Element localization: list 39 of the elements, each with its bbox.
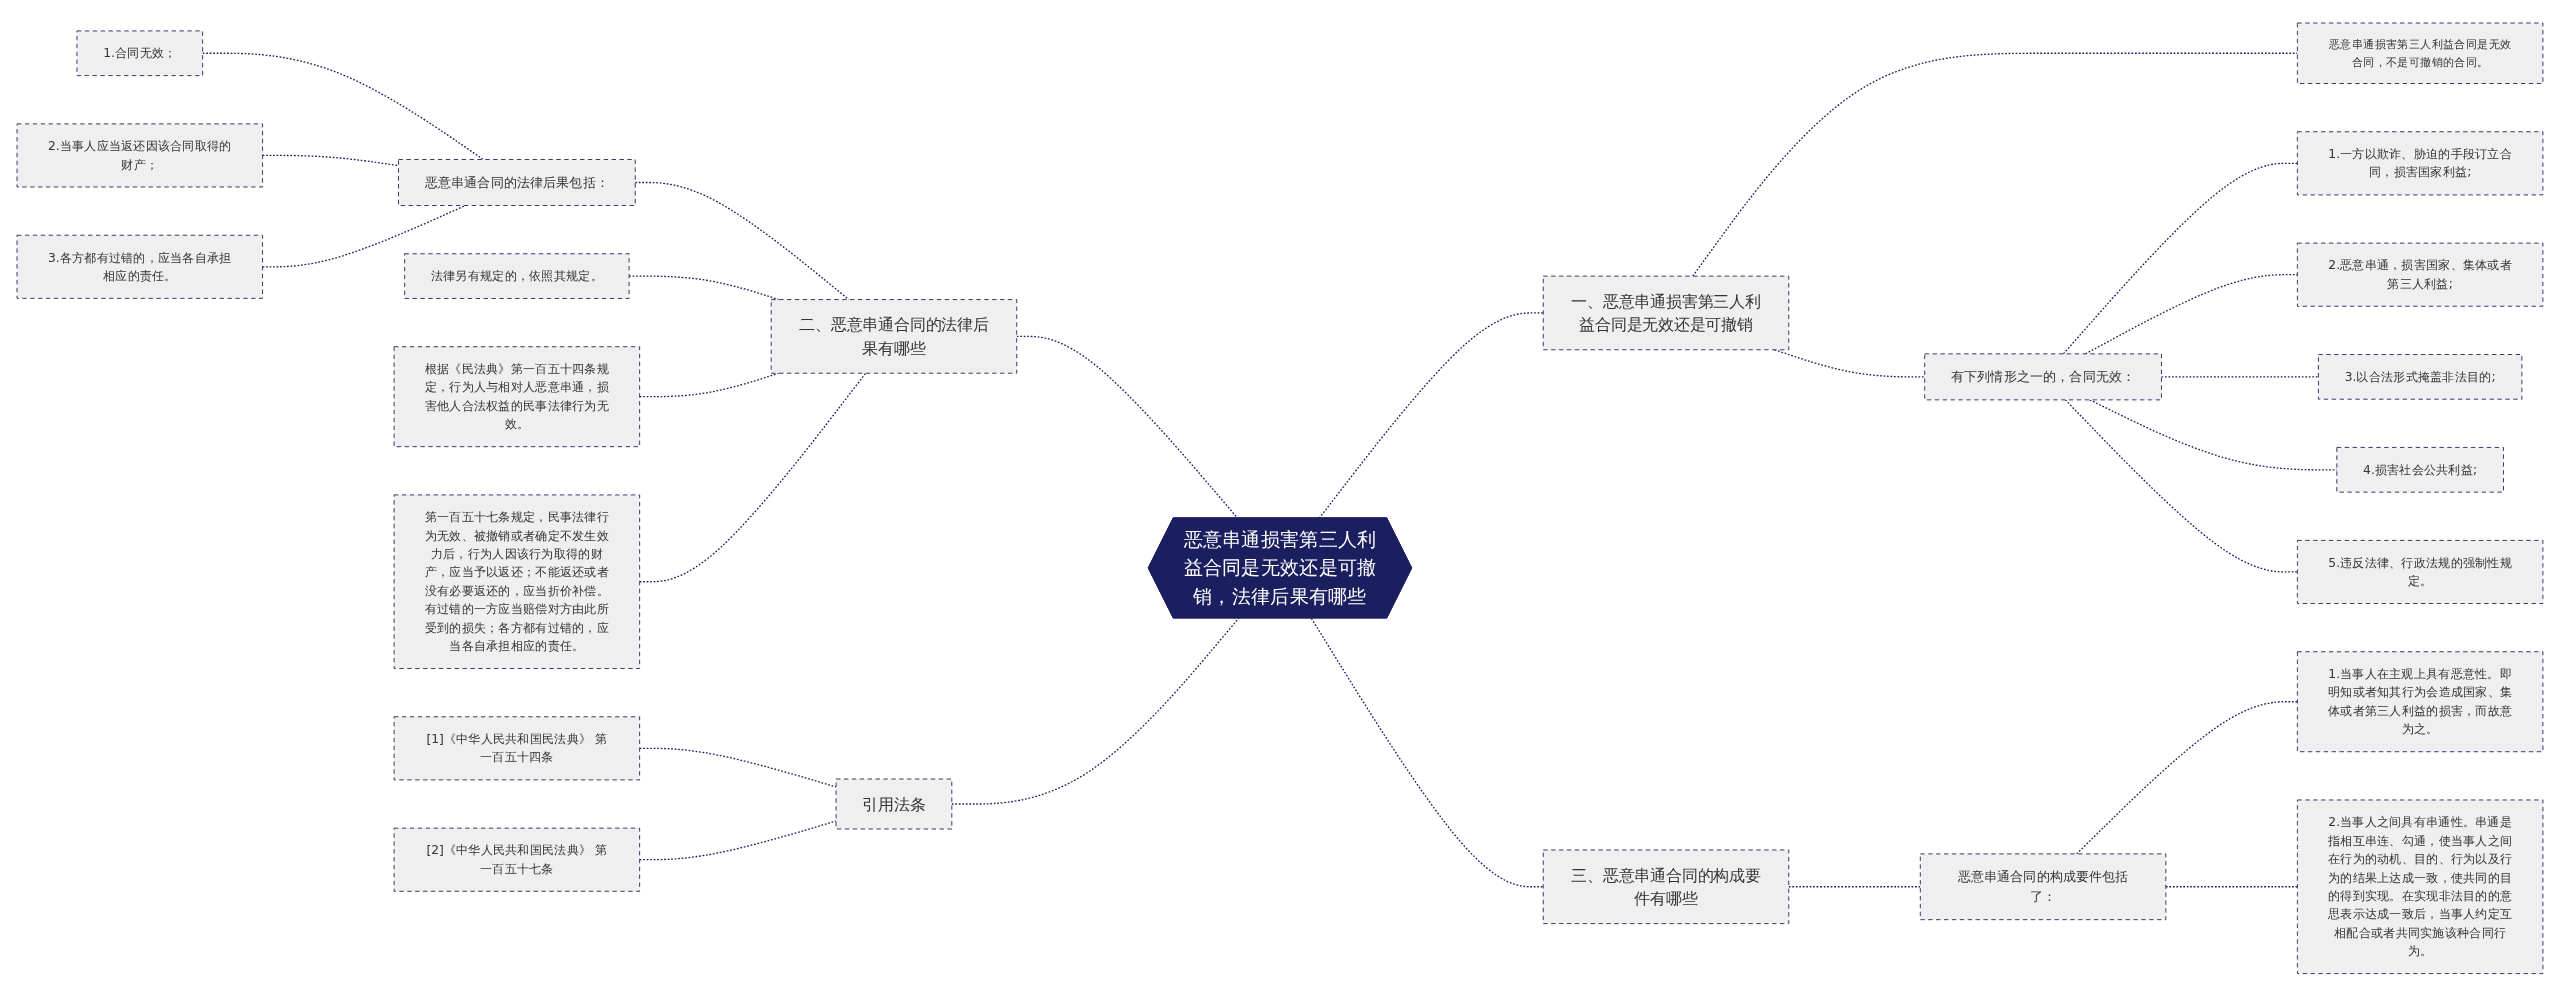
connector (2165, 885, 2299, 888)
node-box: 3.以合法形式掩盖非法目的; (2317, 353, 2523, 400)
node-box: 5.违反法律、行政法规的强制性规定。 (2296, 539, 2544, 604)
node-box: 2.当事人之间具有串通性。串通是指相互串连、勾通，使当事人之间在行为的动机、目的、行为以及行为的结果上达成一致，使共同的目的得到实现。在实现非法目的的意思表示达成一致后，当事人约定互相配合或者共同实施该种合同行为。 (2296, 799, 2544, 974)
connector (1310, 617, 1544, 888)
node-box: 恶意串通损害第三人利益合同是无效合同，不是可撤销的合同。 (2296, 22, 2544, 84)
node-box: 第一百五十七条规定，民事法律行为无效、被撤销或者确定不发生效力后，行为人因该行为取得的财产，应当予以返还；不能返还或者没有必要返还的，应当折价补偿。有过错的一方应当赔偿对方由此所受到的损失；各方都有过错的，应当各自承担相应的责任。 (393, 494, 641, 669)
connector (951, 617, 1240, 805)
connector (261, 154, 400, 166)
connector (2160, 375, 2320, 378)
connector (639, 372, 780, 398)
node-box: 4.损害社会公共利益; (2336, 446, 2504, 493)
node-box: [1]《中华人民共和国民法典》 第一百五十四条 (393, 716, 641, 781)
node-box: 2.当事人应当返还因该合同取得的财产； (16, 123, 264, 188)
node-box: 恶意串通合同的构成要件包括了： (1919, 853, 2167, 920)
node-box: 1.当事人在主观上具有恶意性。即明知或者知其行为会造成国家、集体或者第三人利益的损害，而故意为之。 (2296, 651, 2544, 752)
connector (1774, 348, 1926, 378)
node-box: 根据《民法典》第一百五十四条规定，行为人与相对人恶意串通，损害他人合法权益的民事法律行为无效。 (393, 345, 641, 447)
connector (1788, 885, 1921, 888)
connector (202, 52, 484, 160)
connector (2064, 398, 2299, 573)
node-box: 二、恶意串通合同的法律后果有哪些 (770, 298, 1018, 374)
node-box: 一、恶意串通损害第三人利益合同是无效还是可撤销 (1542, 275, 1790, 350)
node-box: 有下列情形之一的，合同无效： (1924, 353, 2162, 400)
connector (1318, 311, 1544, 519)
node-box: 1.一方以欺诈、胁迫的手段订立合同，损害国家利益; (2296, 131, 2544, 195)
node-box: 引用法条 (835, 778, 953, 830)
connector (1016, 335, 1239, 519)
node-box: 1.合同无效； (76, 30, 204, 76)
connector (2062, 162, 2299, 355)
node-box: 3.各方都有过错的，应当各自承担相应的责任。 (16, 234, 264, 299)
node-box: 恶意串通合同的法律后果包括： (398, 158, 636, 206)
node-box: 三、恶意串通合同的构成要件有哪些 (1542, 849, 1790, 924)
node-box: 2.恶意串通，损害国家、集体或者第三人利益; (2296, 242, 2544, 307)
connector (2075, 700, 2299, 855)
node-box: 法律另有规定的，依照其规定。 (404, 253, 630, 299)
connector (639, 372, 867, 583)
node-box: [2]《中华人民共和国民法典》 第一百五十七条 (393, 827, 641, 892)
connector (261, 204, 467, 268)
